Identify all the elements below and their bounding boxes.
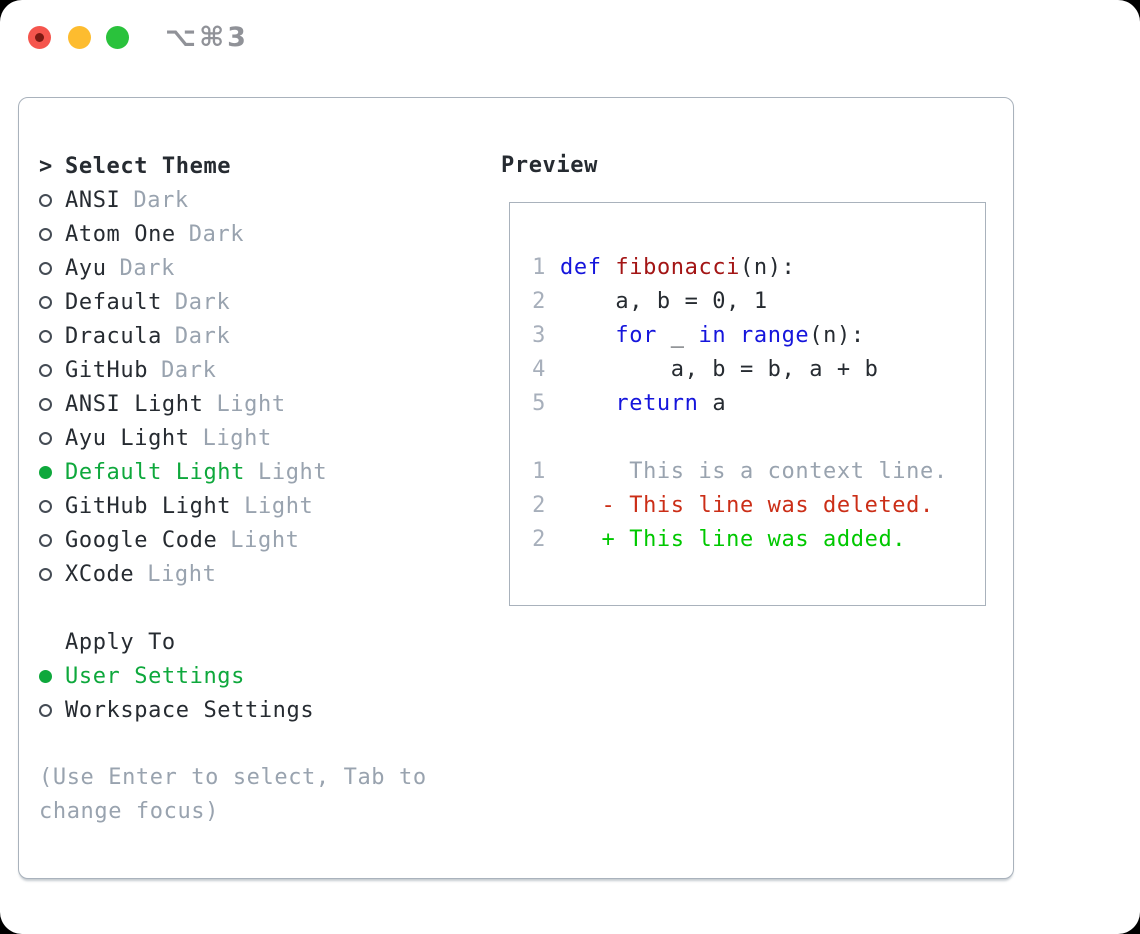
line-content: a, b = 0, 1 — [560, 289, 768, 314]
radio-icon — [39, 499, 65, 513]
theme-list-header: > Select Theme — [39, 149, 327, 183]
code-line: 1 def fibonacci(n): — [530, 251, 985, 285]
line-content: + This line was added. — [560, 527, 907, 552]
line-content: - This line was deleted. — [560, 493, 934, 518]
theme-option-label: Default Light — [65, 459, 245, 485]
theme-option-label: ANSI — [65, 187, 121, 213]
theme-option-label: Dracula — [65, 323, 162, 349]
radio-icon — [39, 431, 65, 445]
code-line: 5 return a — [530, 387, 985, 421]
line-number: 1 — [532, 255, 546, 280]
titlebar: ⌥⌘3 — [0, 0, 1140, 75]
theme-option-google-code[interactable]: Google Code Light — [39, 523, 327, 557]
theme-option-label: Atom One — [65, 221, 176, 247]
theme-option-dracula[interactable]: Dracula Dark — [39, 319, 327, 353]
code-line: 2 a, b = 0, 1 — [530, 285, 985, 319]
theme-option-default[interactable]: Default Dark — [39, 285, 327, 319]
theme-option-ayu-light[interactable]: Ayu Light Light — [39, 421, 327, 455]
code-line: 4 a, b = b, a + b — [530, 353, 985, 387]
theme-variant-tag: Dark — [119, 255, 175, 281]
line-number: 2 — [532, 493, 546, 518]
theme-option-xcode[interactable]: XCode Light — [39, 557, 327, 591]
theme-option-label: ANSI Light — [65, 391, 204, 417]
preview-title: Preview — [501, 153, 598, 178]
theme-variant-tag: Light — [230, 527, 300, 553]
window-title-shortcut: ⌥⌘3 — [165, 22, 249, 53]
apply-option-label: User Settings — [65, 663, 245, 689]
theme-variant-tag: Light — [216, 391, 286, 417]
line-number: 4 — [532, 357, 546, 382]
line-content: for _ in range(n): — [615, 323, 865, 348]
theme-option-github-light[interactable]: GitHub Light Light — [39, 489, 327, 523]
theme-option-ayu[interactable]: Ayu Dark — [39, 251, 327, 285]
theme-option-label: GitHub — [65, 357, 149, 383]
radio-icon — [39, 567, 65, 581]
line-number: 2 — [532, 289, 546, 314]
theme-option-ansi[interactable]: ANSI Dark — [39, 183, 327, 217]
line-number: 5 — [532, 391, 546, 416]
apply-option-user-settings[interactable]: User Settings — [39, 659, 314, 693]
line-content: a, b = b, a + b — [560, 357, 879, 382]
line-number: 1 — [532, 459, 546, 484]
line-number: 3 — [532, 323, 546, 348]
theme-variant-tag: Dark — [174, 323, 231, 349]
theme-variant-tag: Dark — [174, 289, 231, 315]
code-line: 3 for _ in range(n): — [530, 319, 985, 353]
line-number — [530, 421, 546, 455]
prompt-icon: > — [39, 153, 53, 179]
theme-variant-tag: Light — [258, 459, 328, 485]
maximize-button[interactable] — [106, 26, 129, 49]
minimize-button[interactable] — [68, 26, 91, 49]
theme-option-default-light[interactable]: Default Light Light — [39, 455, 327, 489]
theme-variant-tag: Light — [147, 561, 217, 587]
theme-list-header-label: Select Theme — [65, 153, 232, 179]
theme-option-label: GitHub Light — [65, 493, 232, 519]
apply-to-header-label: Apply To — [65, 629, 176, 655]
line-number: 2 — [532, 527, 546, 552]
apply-to-header: Apply To — [39, 625, 314, 659]
theme-option-label: Default — [65, 289, 162, 315]
radio-icon — [39, 261, 65, 275]
radio-icon — [39, 193, 65, 207]
blank-line — [530, 421, 985, 455]
apply-option-label: Workspace Settings — [65, 697, 315, 723]
theme-option-github[interactable]: GitHub Dark — [39, 353, 327, 387]
theme-variant-tag: Light — [244, 493, 314, 519]
theme-variant-tag: Light — [202, 425, 272, 451]
line-content: return a — [615, 391, 727, 416]
radio-icon — [39, 703, 65, 717]
apply-option-workspace-settings[interactable]: Workspace Settings — [39, 693, 314, 727]
radio-icon — [39, 329, 65, 343]
theme-option-label: Google Code — [65, 527, 218, 553]
theme-option-label: XCode — [65, 561, 135, 587]
line-content: def fibonacci(n): — [560, 255, 796, 280]
diff-line: 2 + This line was added. — [530, 523, 985, 557]
radio-icon — [39, 465, 65, 479]
theme-variant-tag: Dark — [188, 221, 245, 247]
radio-icon — [39, 363, 65, 377]
line-content: This is a context line. — [560, 459, 948, 484]
hint-text: (Use Enter to select, Tab to change focu… — [39, 765, 427, 824]
radio-icon — [39, 295, 65, 309]
theme-option-label: Ayu Light — [65, 425, 190, 451]
theme-variant-tag: Dark — [161, 357, 217, 383]
diff-line: 2 - This line was deleted. — [530, 489, 985, 523]
theme-option-label: Ayu — [65, 255, 107, 281]
diff-line: 1 This is a context line. — [530, 455, 985, 489]
theme-option-ansi-light[interactable]: ANSI Light Light — [39, 387, 327, 421]
theme-option-atom-one[interactable]: Atom One Dark — [39, 217, 327, 251]
radio-icon — [39, 397, 65, 411]
radio-icon — [39, 533, 65, 547]
close-button[interactable] — [28, 26, 51, 49]
close-button-dot-icon — [35, 33, 44, 42]
theme-variant-tag: Dark — [133, 187, 189, 213]
radio-icon — [39, 669, 65, 683]
radio-icon — [39, 227, 65, 241]
